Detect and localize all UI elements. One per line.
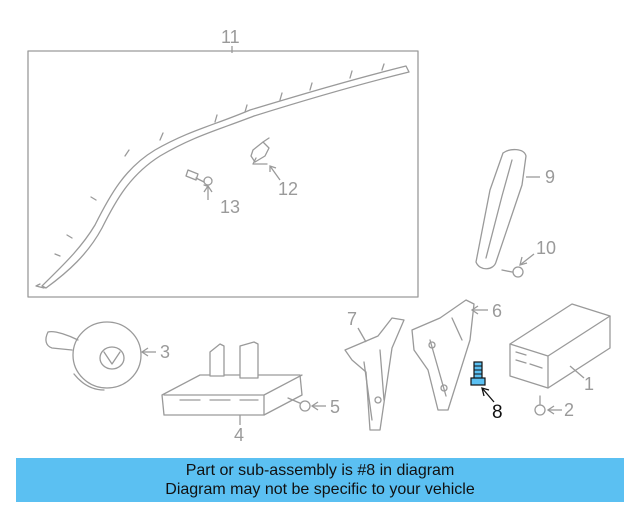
curtain-airbag-group: 11 13 12 xyxy=(27,27,419,298)
callout-4: 4 xyxy=(234,425,244,445)
info-banner: Part or sub-assembly is #8 in diagram Di… xyxy=(16,458,624,502)
curtain-airbag-part xyxy=(41,65,410,289)
bolt-13-part xyxy=(185,169,213,187)
callout-1: 1 xyxy=(584,374,594,394)
steering-airbag-3-part xyxy=(45,321,142,391)
callout-5: 5 xyxy=(330,397,340,417)
callout-13: 13 xyxy=(220,197,240,217)
bolt-5-part xyxy=(287,397,311,412)
parts-diagram: 11 13 12 9 10 xyxy=(27,27,611,445)
bracket-6-part xyxy=(411,299,475,411)
bracket-7-part xyxy=(344,317,405,431)
callout-11: 11 xyxy=(221,27,240,47)
bolt-8-part xyxy=(470,361,486,386)
trim-9-part xyxy=(475,148,527,270)
passenger-airbag-4-part xyxy=(161,341,303,416)
callout-9: 9 xyxy=(545,167,555,187)
screw-10-part xyxy=(501,266,524,278)
curtain-airbag-frame xyxy=(27,50,419,298)
callout-3: 3 xyxy=(160,342,170,362)
callout-6: 6 xyxy=(492,301,502,321)
banner-line-part-number: Part or sub-assembly is #8 in diagram xyxy=(185,462,455,479)
control-module-1-part xyxy=(509,303,611,389)
banner-line-disclaimer: Diagram may not be specific to your vehi… xyxy=(165,481,475,498)
callout-2: 2 xyxy=(564,400,574,420)
callout-12: 12 xyxy=(278,179,298,199)
clip-12-part xyxy=(250,137,270,165)
callout-7: 7 xyxy=(347,309,357,329)
callout-10: 10 xyxy=(536,238,556,258)
callout-8: 8 xyxy=(492,402,503,423)
bolt-2-part xyxy=(534,395,546,416)
